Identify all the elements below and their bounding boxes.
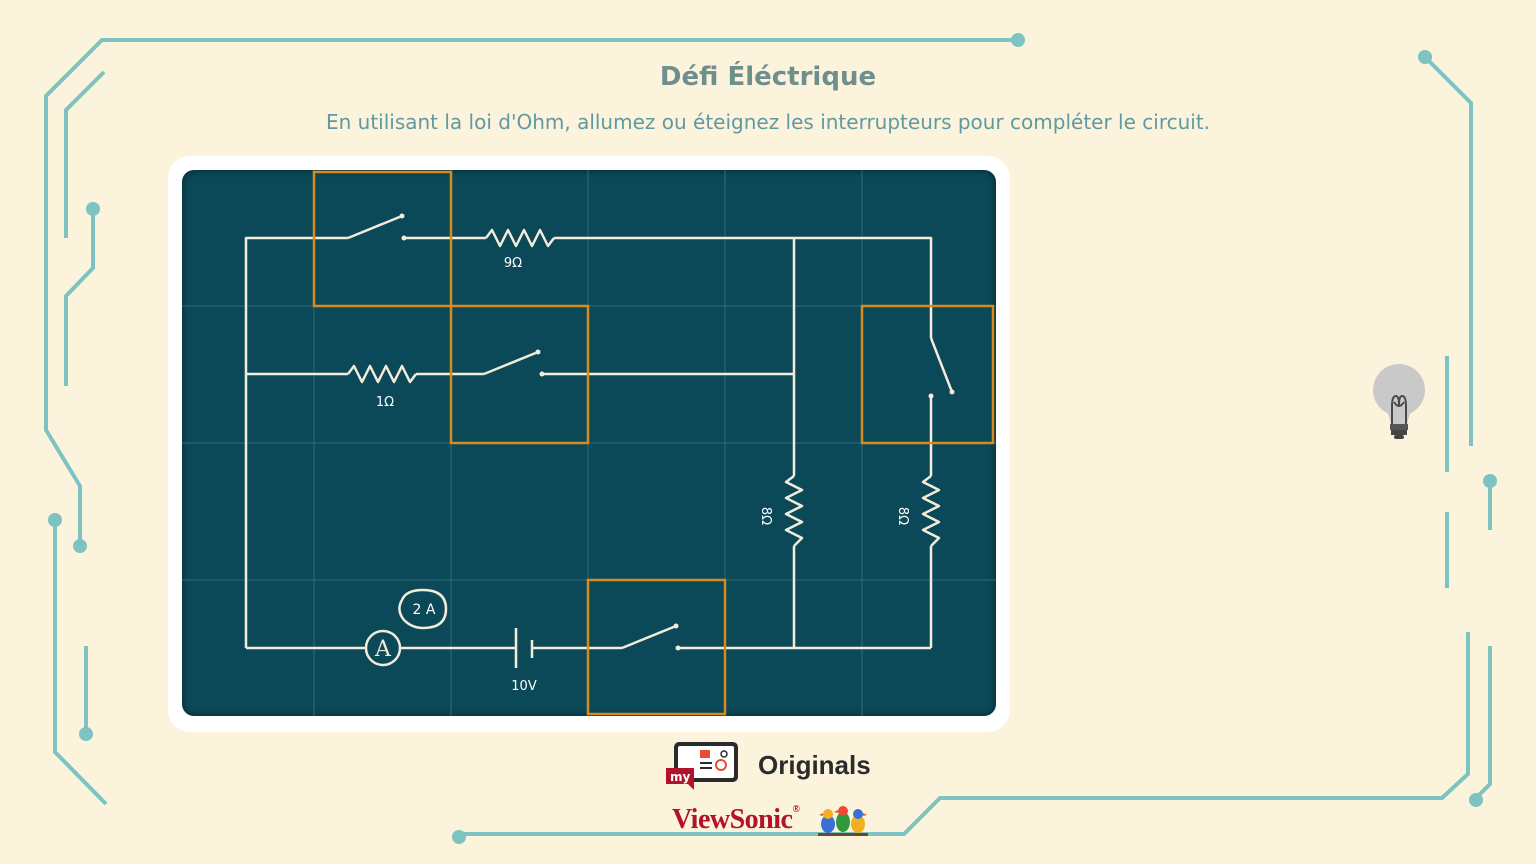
viewsonic-label: ViewSonic — [672, 804, 793, 835]
switch-3-lever — [929, 337, 954, 393]
resistor-1-ohm-label: 1Ω — [376, 395, 394, 410]
resistor-8-ohm-a-symbol — [784, 475, 804, 547]
switch-4-toggle[interactable] — [586, 578, 727, 716]
ammeter-circle — [364, 629, 402, 667]
switch-3-toggle[interactable] — [860, 304, 995, 445]
instructions-text: En utilisant la loi d'Ohm, allumez ou ét… — [325, 110, 1211, 134]
switch-4-lever — [621, 624, 677, 650]
viewsonic-birds-icon — [818, 806, 868, 836]
resistor-1-ohm-symbol — [347, 364, 417, 384]
resistor-8-ohm-b-symbol — [921, 475, 941, 547]
myviewboard-originals-logo: my — [666, 742, 738, 790]
switch-1-toggle[interactable] — [312, 170, 453, 308]
viewsonic-logo-text: ViewSonic® — [672, 804, 800, 836]
page-title: Défi Éléctrique — [659, 62, 877, 92]
resistor-8-ohm-b-label: 8Ω — [895, 507, 910, 525]
circuit-board: 9Ω 1Ω 8Ω 8Ω 10V A 2 A — [182, 170, 996, 716]
viewsonic-registered-mark: ® — [792, 804, 800, 815]
switch-contacts — [399, 213, 955, 651]
circuit-diagram: 9Ω 1Ω 8Ω 8Ω 10V A 2 A — [182, 170, 996, 716]
resistor-9-ohm-symbol — [485, 228, 555, 248]
switch-1-lever — [347, 214, 403, 240]
battery-label: 10V — [511, 679, 537, 694]
my-label: my — [670, 770, 691, 784]
ammeter-symbol: A — [374, 637, 392, 662]
ammeter-speech-bubble — [398, 588, 448, 630]
ammeter-reading: 2 A — [413, 602, 436, 618]
switch-2-toggle[interactable] — [449, 304, 590, 445]
resistor-9-ohm-label: 9Ω — [504, 256, 522, 271]
originals-label: Originals — [758, 750, 871, 780]
light-bulb-icon — [1373, 364, 1425, 439]
resistor-8-ohm-a-label: 8Ω — [758, 507, 773, 525]
switch-2-lever — [483, 350, 539, 376]
wire-top-right — [554, 236, 933, 338]
